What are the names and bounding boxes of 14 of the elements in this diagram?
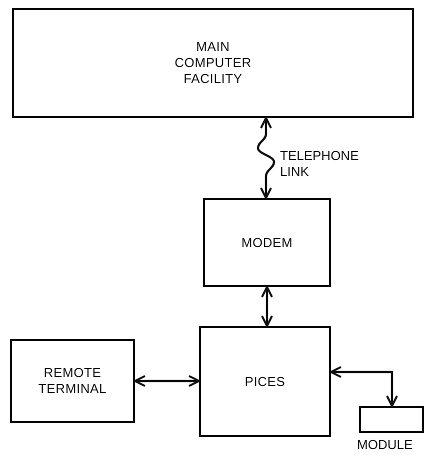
module-box <box>359 406 424 433</box>
part-label: MODULE <box>357 437 413 453</box>
process-box <box>203 198 331 287</box>
process-box <box>199 326 331 437</box>
double-arrow <box>261 286 273 327</box>
box-label: MAIN COMPUTER FACILITY <box>174 39 252 87</box>
process-box <box>10 339 135 423</box>
wavy-arrow <box>256 117 276 199</box>
process-box <box>12 8 414 118</box>
double-arrow <box>330 366 398 407</box>
box-label: REMOTE TERMINAL <box>37 365 108 397</box>
box-label: MODEM <box>241 234 293 250</box>
box-label: PICES <box>244 374 286 390</box>
double-arrow <box>134 375 200 387</box>
